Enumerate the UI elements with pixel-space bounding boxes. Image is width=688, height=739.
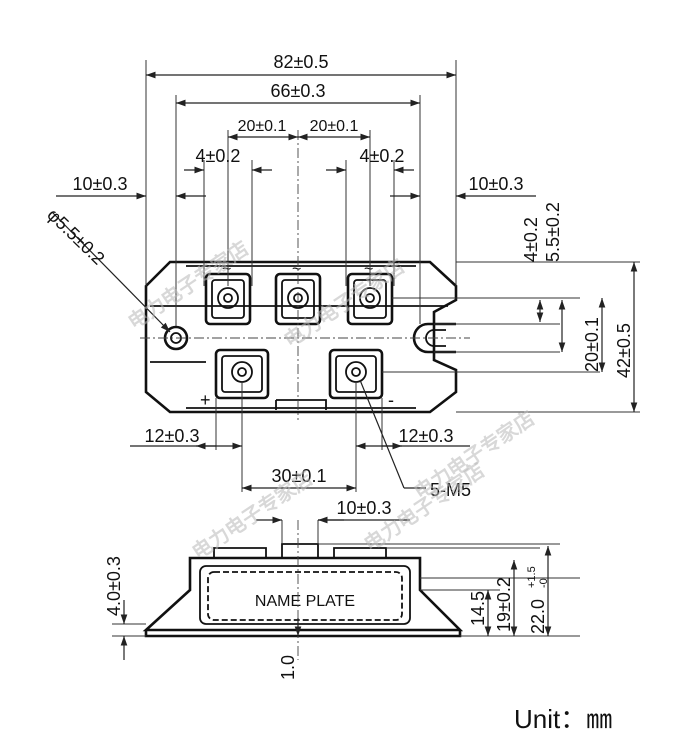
ac3-mark: ~	[364, 261, 373, 278]
ac2-mark: ~	[292, 261, 301, 278]
dim-terminal-pitch-right: 20±0.1	[310, 118, 359, 135]
screw-label: 5-M5	[430, 480, 471, 500]
dim-edge-to-hole-left: 10±0.3	[73, 174, 128, 194]
watermark-1: 电力电子专家店	[123, 236, 252, 334]
dim-edge-to-hole-right: 10±0.3	[469, 174, 524, 194]
dim-side-overall-height: 22.0	[528, 599, 548, 634]
watermark-3: 电力电子专家店	[409, 406, 538, 504]
watermarks: 电力电子专家店 电力电子专家店 电力电子专家店 电力电子专家店 电力电子专家店	[123, 236, 538, 564]
plus-mark: +	[200, 390, 211, 410]
dim-upper-offset-b: 5.5±0.2	[543, 202, 563, 262]
dim-mount-hole-dia: φ5.5±0.2	[43, 204, 108, 268]
ac1-mark: ~	[222, 261, 231, 278]
dim-terminal-width-left: 4±0.2	[196, 146, 241, 166]
dim-side-terminal-height: 19±0.2	[494, 577, 514, 632]
dim-dc-pitch: 30±0.1	[272, 466, 327, 486]
dim-side-body-height: 14.5	[468, 591, 488, 626]
module-inner-frame	[150, 265, 448, 410]
name-plate-box	[207, 571, 403, 621]
dim-terminal-width-right: 4±0.2	[360, 146, 405, 166]
side-inner-body	[199, 565, 411, 625]
side-view: NAME PLATE 10±0.3 4.0±0.3 1.0 14.5 19±0.…	[104, 498, 580, 680]
dim-side-tol-lower: -0	[538, 578, 550, 588]
top-view: ~ ~ ~ + - 82±0.5 66±0.3 20±0.1 20±0.1 4±…	[43, 52, 640, 500]
dim-terminal-pitch-left: 20±0.1	[238, 118, 287, 135]
dim-base-thickness: 4.0±0.3	[104, 556, 124, 616]
dim-base-offset: 1.0	[278, 655, 298, 680]
dim-upper-offset: 4±0.2	[521, 217, 541, 262]
watermark-4: 电力电子专家店	[187, 466, 316, 564]
unit-label: Unit：㎜	[514, 704, 612, 734]
dim-overall-height: 42±0.5	[614, 323, 634, 378]
dim-row-spacing: 20±0.1	[582, 317, 602, 372]
dim-dc-offset-left: 12±0.3	[145, 426, 200, 446]
minus-mark: -	[388, 390, 394, 410]
dim-side-tol-upper: +1.5	[526, 566, 538, 588]
dim-side-terminal-width: 10±0.3	[337, 498, 392, 518]
name-plate-label: NAME PLATE	[255, 593, 355, 610]
dim-overall-width: 82±0.5	[274, 52, 329, 72]
dim-hole-pitch: 66±0.3	[271, 81, 326, 101]
dim-dc-offset-right: 12±0.3	[399, 426, 454, 446]
